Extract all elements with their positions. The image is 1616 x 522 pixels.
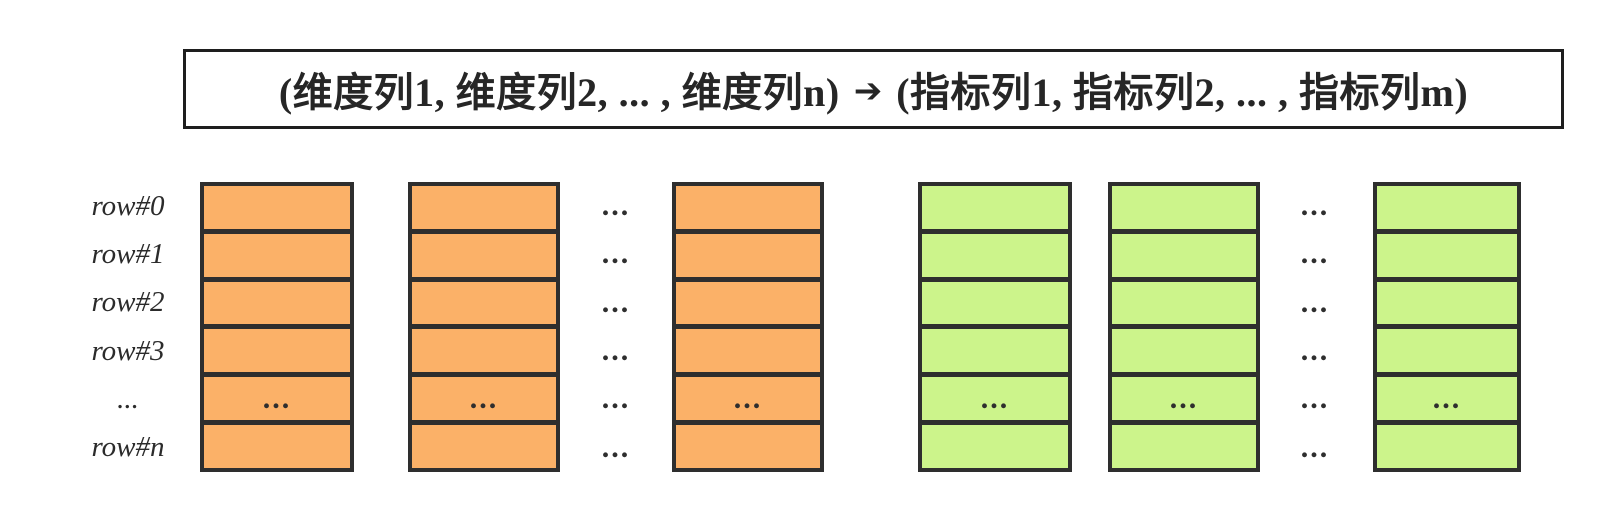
- ellipsis-cell: ...: [1260, 327, 1370, 375]
- dimension-column-1: ...: [200, 182, 354, 472]
- ellipsis-cell: ...: [1260, 279, 1370, 327]
- ellipsis: ...: [469, 381, 499, 415]
- dimension-cell: [204, 186, 350, 234]
- ellipsis-cell: ...: [1260, 182, 1370, 230]
- dimension-ellipsis-cell: ...: [412, 377, 556, 426]
- metric-columns-label: (指标列1, 指标列2, ... , 指标列m): [896, 70, 1469, 115]
- ellipsis-cell: ...: [562, 424, 670, 472]
- metric-cell: [922, 234, 1068, 282]
- metric-cell: [1112, 282, 1256, 330]
- ellipsis-cell: ...: [1260, 230, 1370, 278]
- metric-cell: [1377, 186, 1517, 234]
- dimension-cell: [676, 425, 820, 468]
- metric-cell: [922, 329, 1068, 378]
- dimension-column-n: ...: [672, 182, 824, 472]
- dimension-columns-ellipsis: ... ... ... ... ... ...: [562, 182, 670, 472]
- ellipsis: ...: [1300, 285, 1330, 319]
- metric-column-1: ...: [918, 182, 1072, 472]
- metric-ellipsis-cell: ...: [1377, 377, 1517, 426]
- metric-cell: [1112, 234, 1256, 282]
- ellipsis: ...: [1300, 382, 1330, 416]
- dimension-cell: [412, 234, 556, 282]
- dimension-cell: [204, 234, 350, 282]
- metric-cell: [1377, 234, 1517, 282]
- ellipsis: ...: [1300, 430, 1330, 464]
- title-box: (维度列1, 维度列2, ... , 维度列n) ➔ (指标列1, 指标列2, …: [183, 49, 1564, 129]
- ellipsis: ...: [1432, 381, 1462, 415]
- ellipsis: ...: [262, 381, 292, 415]
- ellipsis: ...: [1300, 237, 1330, 271]
- dimension-cell: [412, 329, 556, 378]
- metric-cell: [1377, 425, 1517, 468]
- row-label-n: row#n: [91, 431, 165, 464]
- metric-cell: [922, 282, 1068, 330]
- metric-cell: [922, 186, 1068, 234]
- metric-cell: [1377, 282, 1517, 330]
- dimension-cell: [204, 329, 350, 378]
- ellipsis: ...: [601, 382, 631, 416]
- metric-cell: [1377, 329, 1517, 378]
- metric-cell: [1112, 186, 1256, 234]
- ellipsis-cell: ...: [562, 327, 670, 375]
- ellipsis-cell: ...: [562, 375, 670, 423]
- dimension-cell: [412, 282, 556, 330]
- ellipsis-cell: ...: [1260, 375, 1370, 423]
- dimension-cell: [676, 329, 820, 378]
- right-arrow-icon: ➔: [853, 71, 883, 111]
- dimension-cell: [204, 282, 350, 330]
- ellipsis: ...: [601, 285, 631, 319]
- ellipsis: ...: [601, 334, 631, 368]
- row-labels: row#0 row#1 row#2 row#3 ... row#n: [52, 182, 204, 472]
- metric-ellipsis-cell: ...: [922, 377, 1068, 426]
- row-label-3: row#3: [91, 334, 165, 367]
- ellipsis-cell: ...: [562, 279, 670, 327]
- metric-cell: [922, 425, 1068, 468]
- row-label-1: row#1: [91, 237, 165, 270]
- metric-column-m: ...: [1373, 182, 1521, 472]
- dimension-cell: [412, 425, 556, 468]
- dimension-cell: [412, 186, 556, 234]
- ellipsis-cell: ...: [1260, 424, 1370, 472]
- ellipsis: ...: [601, 430, 631, 464]
- dimension-ellipsis-cell: ...: [676, 377, 820, 426]
- ellipsis: ...: [1169, 381, 1199, 415]
- ellipsis: ...: [601, 189, 631, 223]
- row-label-ellipsis: ...: [117, 382, 139, 415]
- dimension-columns-label: (维度列1, 维度列2, ... , 维度列n): [278, 70, 840, 115]
- row-label-2: row#2: [91, 286, 165, 319]
- ellipsis-cell: ...: [562, 230, 670, 278]
- dimension-column-2: ...: [408, 182, 560, 472]
- dimension-cell: [676, 186, 820, 234]
- dimension-cell: [676, 234, 820, 282]
- metric-column-2: ...: [1108, 182, 1260, 472]
- ellipsis: ...: [980, 381, 1010, 415]
- dimension-cell: [204, 425, 350, 468]
- dimension-cell: [676, 282, 820, 330]
- dimension-ellipsis-cell: ...: [204, 377, 350, 426]
- ellipsis: ...: [1300, 189, 1330, 223]
- row-label-0: row#0: [91, 189, 165, 222]
- metric-cell: [1112, 329, 1256, 378]
- ellipsis: ...: [733, 381, 763, 415]
- ellipsis: ...: [601, 237, 631, 271]
- metric-ellipsis-cell: ...: [1112, 377, 1256, 426]
- metric-cell: [1112, 425, 1256, 468]
- ellipsis: ...: [1300, 334, 1330, 368]
- ellipsis-cell: ...: [562, 182, 670, 230]
- metric-columns-ellipsis: ... ... ... ... ... ...: [1260, 182, 1370, 472]
